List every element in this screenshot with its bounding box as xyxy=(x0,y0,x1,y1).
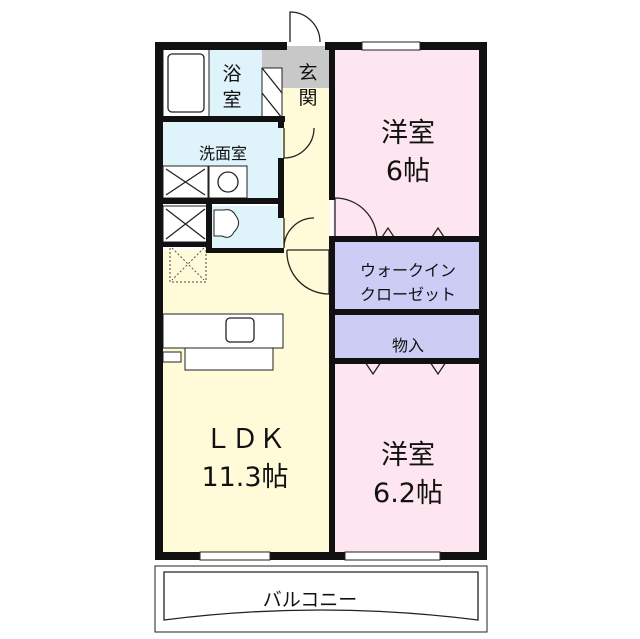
kitchen-counter xyxy=(162,313,284,349)
balcony-outline xyxy=(154,565,488,633)
storage-floor xyxy=(333,313,483,360)
bathtub-inner xyxy=(167,53,205,113)
fridge-cross xyxy=(171,247,205,281)
bedroom1-size: 6帖 xyxy=(386,156,430,187)
washroom-label: 洗面室 xyxy=(199,144,247,163)
storage-label: 物入 xyxy=(392,336,424,355)
walkin-closet-floor xyxy=(333,240,483,311)
window xyxy=(361,41,421,51)
window xyxy=(344,551,441,561)
bedroom1-name: 洋室 xyxy=(381,118,435,149)
kitchen-sink xyxy=(225,317,255,343)
bedroom2-floor xyxy=(333,362,483,555)
ldk-name: ＬＤＫ xyxy=(205,424,286,455)
balcony-label: バルコニー xyxy=(263,589,358,611)
bathtub xyxy=(162,45,210,119)
front-door-swing xyxy=(289,11,321,43)
entrance-label-1: 玄 xyxy=(298,62,317,84)
bedroom2-name: 洋室 xyxy=(381,440,435,471)
washer-cross xyxy=(165,168,206,196)
bath-label-2: 室 xyxy=(222,89,241,111)
shoe-cabinet-lines xyxy=(261,67,283,119)
toilet-bowl xyxy=(213,209,240,238)
wic-label-2: クローゼット xyxy=(360,285,456,304)
bedroom2-size: 6.2帖 xyxy=(373,478,443,509)
entrance-label-2: 関 xyxy=(298,87,317,109)
kitchen-vent xyxy=(162,351,182,363)
door-swing xyxy=(283,217,315,249)
wic-label-1: ウォークイン xyxy=(360,261,456,280)
ldk-floor xyxy=(163,250,330,555)
shoe-cabinet xyxy=(261,67,283,119)
window xyxy=(199,551,271,561)
door-swing xyxy=(283,127,315,159)
bath-label-1: 浴 xyxy=(222,63,241,85)
closet-door-marks xyxy=(364,226,447,376)
wash-basin xyxy=(208,165,248,199)
stove xyxy=(184,347,274,371)
bedroom1-floor xyxy=(333,46,483,240)
basin-bowl xyxy=(217,171,239,193)
ldk-size: 11.3帖 xyxy=(201,462,288,493)
door-swing xyxy=(286,249,330,295)
walls xyxy=(155,42,487,560)
storage-cross xyxy=(165,208,206,240)
balcony-inner xyxy=(163,571,479,621)
hallway-floor xyxy=(282,88,330,253)
